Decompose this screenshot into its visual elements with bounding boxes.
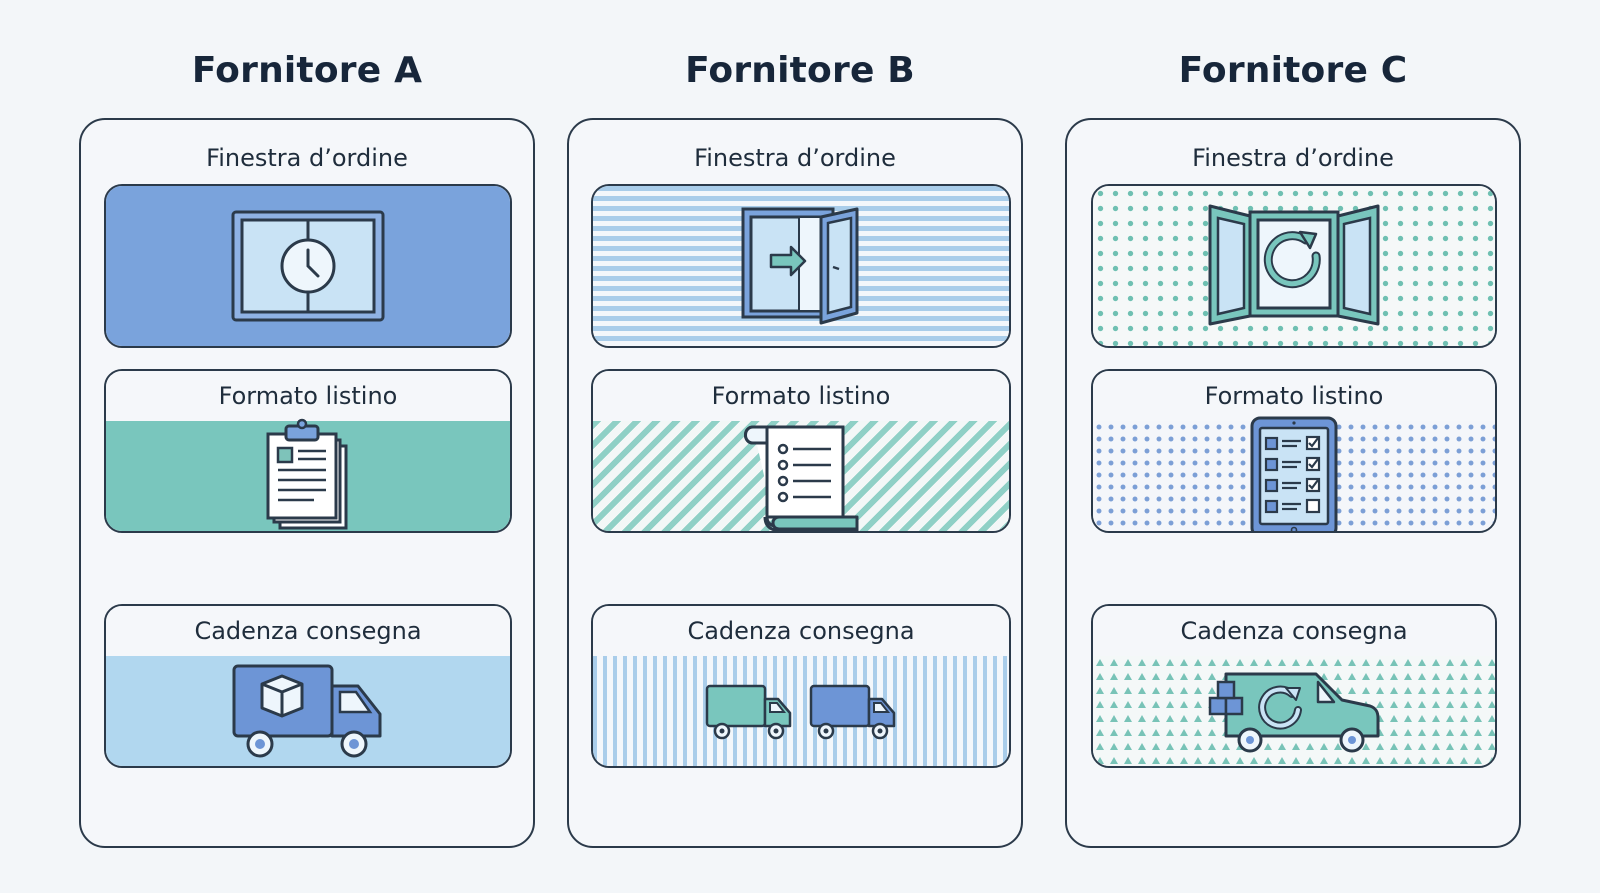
two-trucks-icon xyxy=(704,683,898,741)
order-window-label: Finestra d’ordine xyxy=(694,144,896,172)
order-window-label: Finestra d’ordine xyxy=(206,144,408,172)
supplier-a-card: Finestra d’ordine Formato listino xyxy=(79,118,535,848)
price-list-format-label: Formato listino xyxy=(106,371,510,423)
truck-icon xyxy=(705,684,792,739)
supplier-b-card: Finestra d’ordine Formato listino xyxy=(567,118,1023,848)
order-window-panel xyxy=(104,184,512,348)
door-enter-arrow-icon xyxy=(739,205,863,327)
supplier-b-title: Fornitore B xyxy=(685,50,915,91)
price-list-format-label: Formato listino xyxy=(1093,371,1495,423)
price-list-panel: Formato listino xyxy=(1091,369,1497,533)
tablet-checklist-icon xyxy=(1249,415,1339,531)
truck-icon xyxy=(809,684,896,739)
vertical-stripes-pattern xyxy=(593,656,1009,766)
window-clock-icon xyxy=(228,208,388,324)
order-window-panel xyxy=(591,184,1011,348)
price-list-format-label: Formato listino xyxy=(593,371,1009,423)
supplier-c-card: Finestra d’ordine Formato listino xyxy=(1065,118,1521,848)
order-window-panel xyxy=(1091,184,1497,348)
delivery-cadence-label: Cadenza consegna xyxy=(593,606,1009,658)
supplier-a-title: Fornitore A xyxy=(191,50,423,91)
delivery-cadence-panel: Cadenza consegna xyxy=(1091,604,1497,768)
price-list-panel: Formato listino xyxy=(591,369,1011,533)
order-window-label: Finestra d’ordine xyxy=(1192,144,1394,172)
price-list-panel: Formato listino xyxy=(104,369,512,533)
delivery-cadence-label: Cadenza consegna xyxy=(1093,606,1495,658)
delivery-cadence-panel: Cadenza consegna xyxy=(104,604,512,768)
clipboard-documents-icon xyxy=(260,418,356,531)
truck-package-icon xyxy=(230,662,386,762)
supplier-c-title: Fornitore C xyxy=(1178,50,1408,91)
scroll-list-icon xyxy=(739,421,863,531)
delivery-cadence-panel: Cadenza consegna xyxy=(591,604,1011,768)
delivery-cadence-label: Cadenza consegna xyxy=(106,606,510,658)
van-recurring-icon xyxy=(1206,666,1382,758)
open-window-refresh-icon xyxy=(1204,204,1384,328)
